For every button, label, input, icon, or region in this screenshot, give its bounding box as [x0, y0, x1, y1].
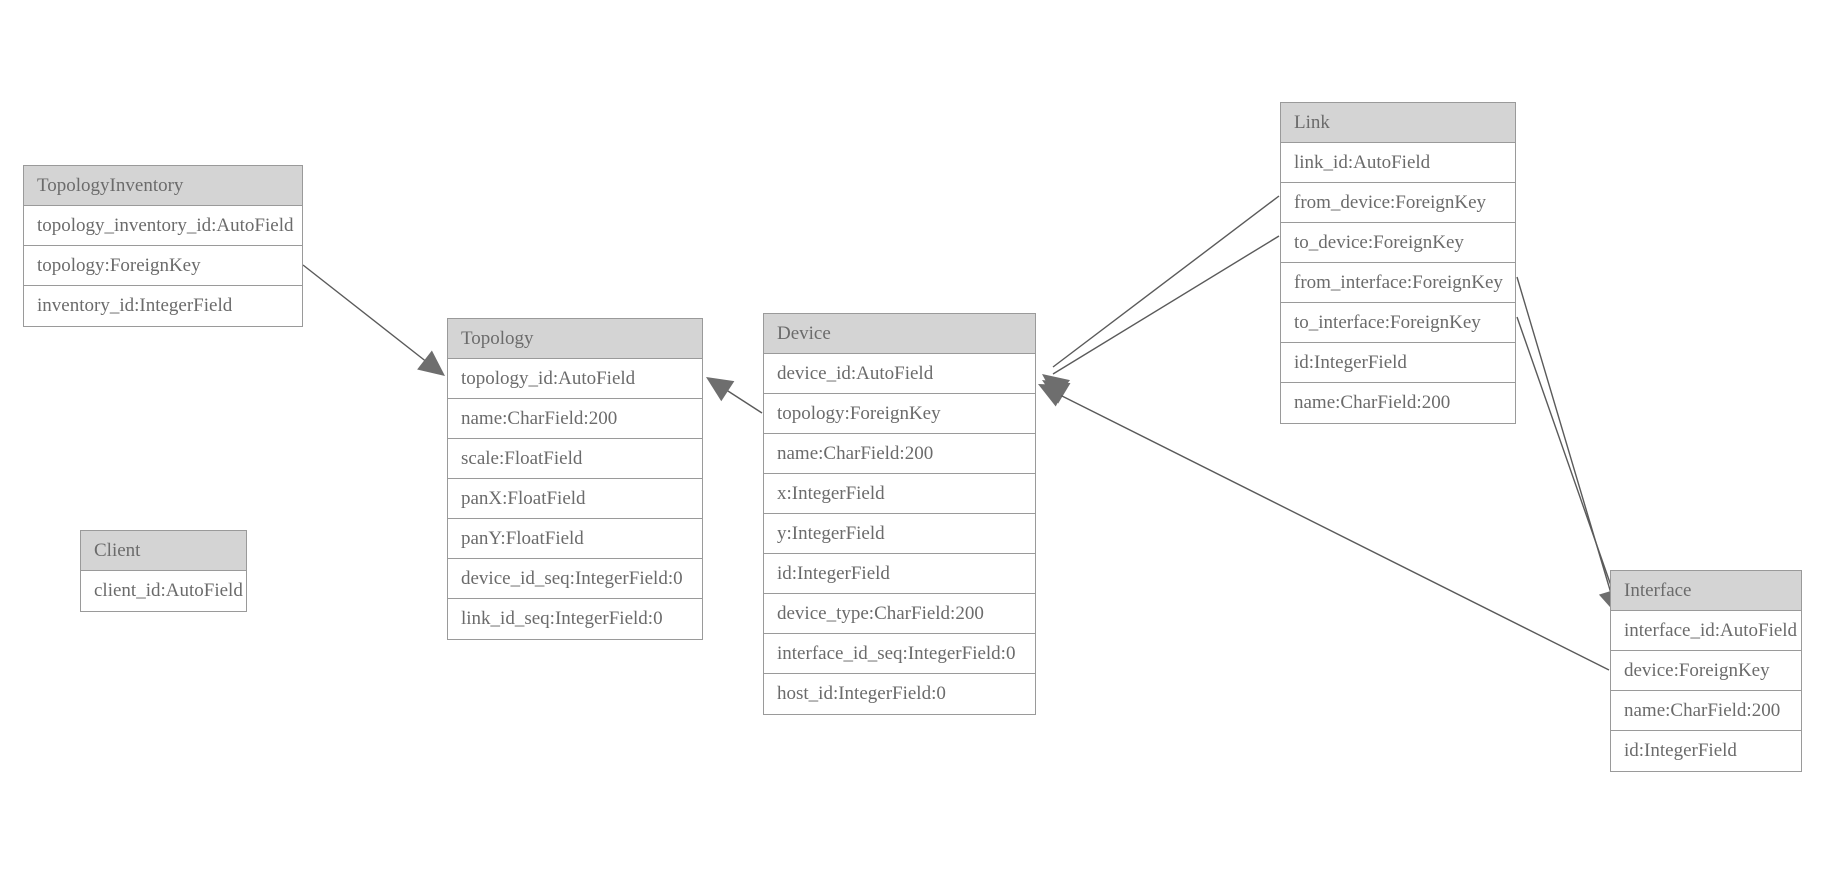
relationship-line — [302, 264, 438, 371]
entity-title-client: Client — [81, 531, 246, 571]
entity-title-device: Device — [764, 314, 1035, 354]
entity-field: link_id_seq:IntegerField:0 — [448, 599, 702, 639]
relationship-arrowhead — [706, 377, 735, 402]
entity-field: name:CharField:200 — [1281, 383, 1515, 423]
entity-field: topology:ForeignKey — [764, 394, 1035, 434]
relationship-rel-device-topology — [706, 377, 763, 414]
entity-field: topology_inventory_id:AutoField — [24, 206, 302, 246]
entity-field: host_id:IntegerField:0 — [764, 674, 1035, 714]
entity-field: name:CharField:200 — [764, 434, 1035, 474]
relationship-arrowhead — [1042, 374, 1070, 400]
entity-field: id:IntegerField — [1611, 731, 1801, 771]
entity-title-topology_inventory: TopologyInventory — [24, 166, 302, 206]
entity-field: device_id_seq:IntegerField:0 — [448, 559, 702, 599]
relationship-rel-topologyinventory-topology — [302, 264, 445, 376]
entity-field: device_type:CharField:200 — [764, 594, 1035, 634]
entity-field: to_device:ForeignKey — [1281, 223, 1515, 263]
entity-field: interface_id:AutoField — [1611, 611, 1801, 651]
relationship-line — [1516, 316, 1617, 601]
relationship-line — [1047, 388, 1610, 671]
entity-field: interface_id_seq:IntegerField:0 — [764, 634, 1035, 674]
entity-field: panX:FloatField — [448, 479, 702, 519]
entity-field: from_interface:ForeignKey — [1281, 263, 1515, 303]
entity-field: client_id:AutoField — [81, 571, 246, 611]
entity-field: name:CharField:200 — [1611, 691, 1801, 731]
entity-field: x:IntegerField — [764, 474, 1035, 514]
entity-field: to_interface:ForeignKey — [1281, 303, 1515, 343]
entity-field: inventory_id:IntegerField — [24, 286, 302, 326]
entity-field: topology:ForeignKey — [24, 246, 302, 286]
entity-field: topology_id:AutoField — [448, 359, 702, 399]
entity-field: id:IntegerField — [764, 554, 1035, 594]
relationship-line — [1052, 195, 1280, 368]
entity-title-link: Link — [1281, 103, 1515, 143]
relationship-rel-link-from-device — [1042, 195, 1280, 400]
relationship-line — [713, 381, 763, 414]
entity-field: link_id:AutoField — [1281, 143, 1515, 183]
relationship-arrowhead — [1042, 380, 1071, 404]
entity-field: device:ForeignKey — [1611, 651, 1801, 691]
relationship-rel-link-from-interface — [1516, 276, 1622, 616]
entity-field: from_device:ForeignKey — [1281, 183, 1515, 223]
entity-field: scale:FloatField — [448, 439, 702, 479]
entity-field: device_id:AutoField — [764, 354, 1035, 394]
relationship-line — [1052, 235, 1280, 375]
entity-title-topology: Topology — [448, 319, 702, 359]
relationship-line — [1516, 276, 1614, 601]
entity-field: y:IntegerField — [764, 514, 1035, 554]
relationship-rel-link-to-device — [1042, 235, 1280, 404]
entity-field: name:CharField:200 — [448, 399, 702, 439]
entity-field: id:IntegerField — [1281, 343, 1515, 383]
entity-title-interface: Interface — [1611, 571, 1801, 611]
relationship-arrowhead — [1038, 384, 1067, 407]
entity-field: panY:FloatField — [448, 519, 702, 559]
